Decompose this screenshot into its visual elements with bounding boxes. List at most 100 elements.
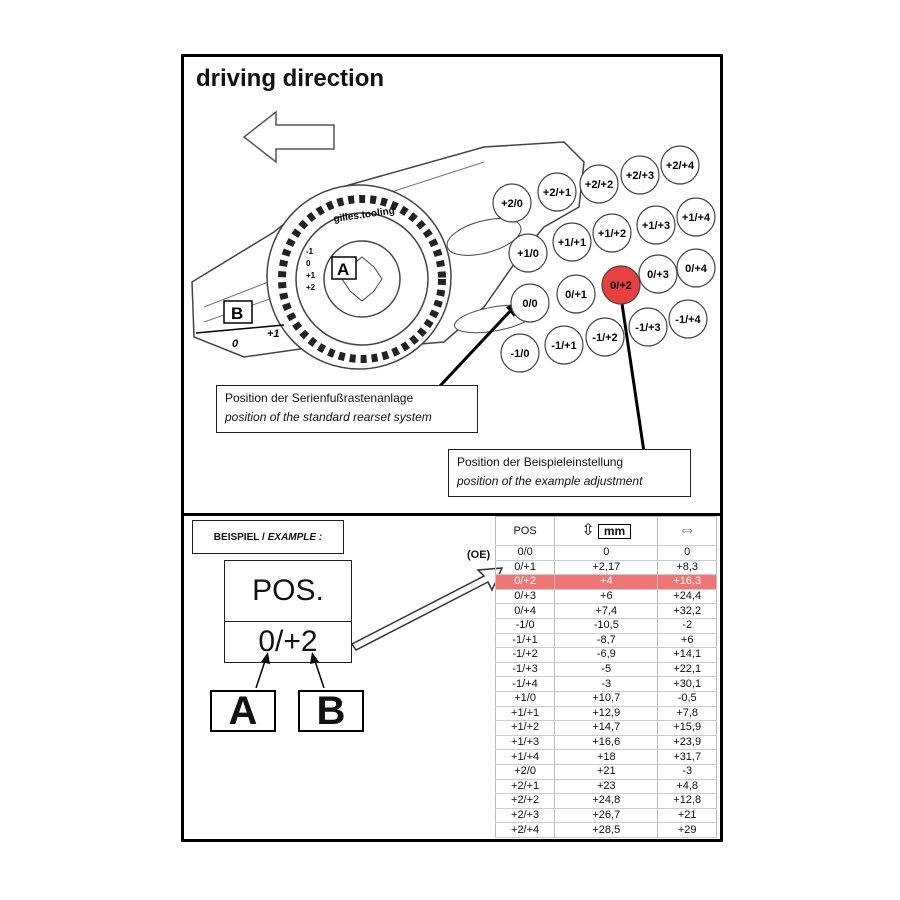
table-row: +2/+1+23+4,8 bbox=[494, 779, 717, 795]
cell-pos: 0/+4 bbox=[494, 603, 556, 619]
position-circle bbox=[585, 317, 625, 357]
table-row: +2/+3+26,7+21 bbox=[494, 808, 717, 824]
cell-horizontal: +12,8 bbox=[657, 793, 717, 809]
label-b: B bbox=[231, 304, 243, 323]
cell-vertical: -10,5 bbox=[554, 618, 659, 634]
example-label-de: BEISPIEL / bbox=[213, 531, 265, 543]
position-label: +2/+4 bbox=[666, 160, 695, 172]
position-label: +1/+4 bbox=[682, 212, 711, 224]
cell-pos: +2/+3 bbox=[494, 808, 556, 824]
table-row: -1/0-10,5-2 bbox=[494, 618, 717, 634]
cell-vertical: +16,6 bbox=[554, 735, 659, 751]
pos-header: POS. bbox=[224, 560, 352, 622]
position-label: 0/+2 bbox=[610, 280, 632, 292]
box-a: A bbox=[210, 689, 276, 733]
table-row: 0/+3+6+24,4 bbox=[494, 589, 717, 605]
position-label: 0/+4 bbox=[685, 263, 708, 275]
position-circle bbox=[601, 265, 641, 305]
big-arrow-icon bbox=[350, 567, 504, 651]
cell-vertical: -5 bbox=[554, 662, 659, 678]
position-circle bbox=[660, 145, 700, 185]
position-label: -1/0 bbox=[511, 348, 530, 360]
cell-vertical: +7,4 bbox=[554, 603, 659, 619]
horizontal-arrow-icon: ⇔ bbox=[678, 519, 697, 539]
cell-horizontal: -0,5 bbox=[657, 691, 717, 707]
table-row: 0/+2+4+16,3 bbox=[494, 574, 717, 590]
cell-pos: +2/+1 bbox=[494, 779, 556, 795]
cell-horizontal: +14,1 bbox=[657, 647, 717, 663]
oe-label: (OE) bbox=[467, 549, 491, 561]
table-row: -1/+2-6,9+14,1 bbox=[494, 647, 717, 663]
cell-vertical: +21 bbox=[554, 764, 659, 780]
position-label: 0/0 bbox=[522, 298, 537, 310]
position-circle bbox=[676, 197, 716, 237]
table-row: +2/+4+28,5+29 bbox=[494, 822, 717, 838]
cell-pos: -1/+1 bbox=[494, 633, 556, 649]
cell-pos: -1/+4 bbox=[494, 676, 556, 692]
table-row: -1/+4-3+30,1 bbox=[494, 676, 717, 692]
cell-pos: +1/0 bbox=[494, 691, 556, 707]
position-label: -1/+1 bbox=[551, 340, 576, 352]
position-label: -1/+2 bbox=[592, 332, 617, 344]
table-row: +1/+1+12,9+7,8 bbox=[494, 706, 717, 722]
col-vertical-header: ⇳ mm bbox=[554, 516, 659, 546]
cell-vertical: 0 bbox=[554, 545, 659, 561]
cell-pos: 0/+2 bbox=[494, 574, 556, 590]
cell-horizontal: +31,7 bbox=[657, 749, 717, 765]
cell-pos: +1/+1 bbox=[494, 706, 556, 722]
cell-horizontal: +23,9 bbox=[657, 735, 717, 751]
cell-pos: -1/+2 bbox=[494, 647, 556, 663]
table-row: +1/+4+18+31,7 bbox=[494, 749, 717, 765]
callout-example-de: Position der Beispieleinstellung bbox=[457, 455, 624, 469]
callout-example-position: Position der Beispieleinstellung positio… bbox=[448, 449, 691, 497]
rearset-diagram: gilles.tooling -1 0 +1 +2 A B 0 +1 +2/+4… bbox=[191, 110, 716, 453]
position-label: +2/0 bbox=[501, 198, 523, 210]
position-label: +2/+1 bbox=[543, 187, 571, 199]
cell-vertical: -8,7 bbox=[554, 633, 659, 649]
scale-plus1: +1 bbox=[267, 328, 280, 340]
position-circle bbox=[676, 248, 716, 288]
position-label: 0/+1 bbox=[565, 289, 587, 301]
box-b: B bbox=[298, 689, 364, 733]
cell-pos: -1/+3 bbox=[494, 662, 556, 678]
cell-pos: +1/+2 bbox=[494, 720, 556, 736]
cell-horizontal: +30,1 bbox=[657, 676, 717, 692]
col-horizontal-header: ⇔ bbox=[657, 516, 717, 546]
position-label: +1/+2 bbox=[598, 228, 626, 240]
callout-example-en: position of the example adjustment bbox=[457, 474, 643, 488]
dial-tick: +2 bbox=[306, 283, 316, 292]
cell-horizontal: -3 bbox=[657, 764, 717, 780]
cell-vertical: +12,9 bbox=[554, 706, 659, 722]
cell-pos: 0/+3 bbox=[494, 589, 556, 605]
cell-vertical: +2,17 bbox=[554, 560, 659, 576]
example-panel: BEISPIEL / EXAMPLE : POS. 0/+2 A B (OE) … bbox=[181, 516, 723, 842]
cell-vertical: -3 bbox=[554, 676, 659, 692]
table-row: -1/+1-8,7+6 bbox=[494, 633, 717, 649]
cell-horizontal: +8,3 bbox=[657, 560, 717, 576]
cell-vertical: +23 bbox=[554, 779, 659, 795]
table-row: +2/0+21-3 bbox=[494, 764, 717, 780]
cell-vertical: +24,8 bbox=[554, 793, 659, 809]
position-label: -1/+3 bbox=[635, 322, 660, 334]
cell-vertical: +6 bbox=[554, 589, 659, 605]
cell-vertical: +4 bbox=[554, 574, 659, 590]
cell-horizontal: +22,1 bbox=[657, 662, 717, 678]
position-circle bbox=[636, 205, 676, 245]
position-circle bbox=[508, 233, 548, 273]
position-label: 0/+3 bbox=[647, 269, 669, 281]
cell-vertical: -6,9 bbox=[554, 647, 659, 663]
position-circle bbox=[556, 274, 596, 314]
cell-pos: +2/+2 bbox=[494, 793, 556, 809]
position-circle bbox=[668, 299, 708, 339]
direction-arrow-icon bbox=[242, 110, 335, 164]
callout-standard-de: Position der Serienfußrastenanlage bbox=[225, 391, 414, 405]
position-label: +2/+3 bbox=[626, 170, 654, 182]
table-row: +1/+3+16,6+23,9 bbox=[494, 735, 717, 751]
cell-vertical: +18 bbox=[554, 749, 659, 765]
label-a: A bbox=[337, 260, 349, 279]
table-row: +2/+2+24,8+12,8 bbox=[494, 793, 717, 809]
position-circle bbox=[500, 333, 540, 373]
cell-horizontal: +6 bbox=[657, 633, 717, 649]
position-circle bbox=[492, 183, 532, 223]
